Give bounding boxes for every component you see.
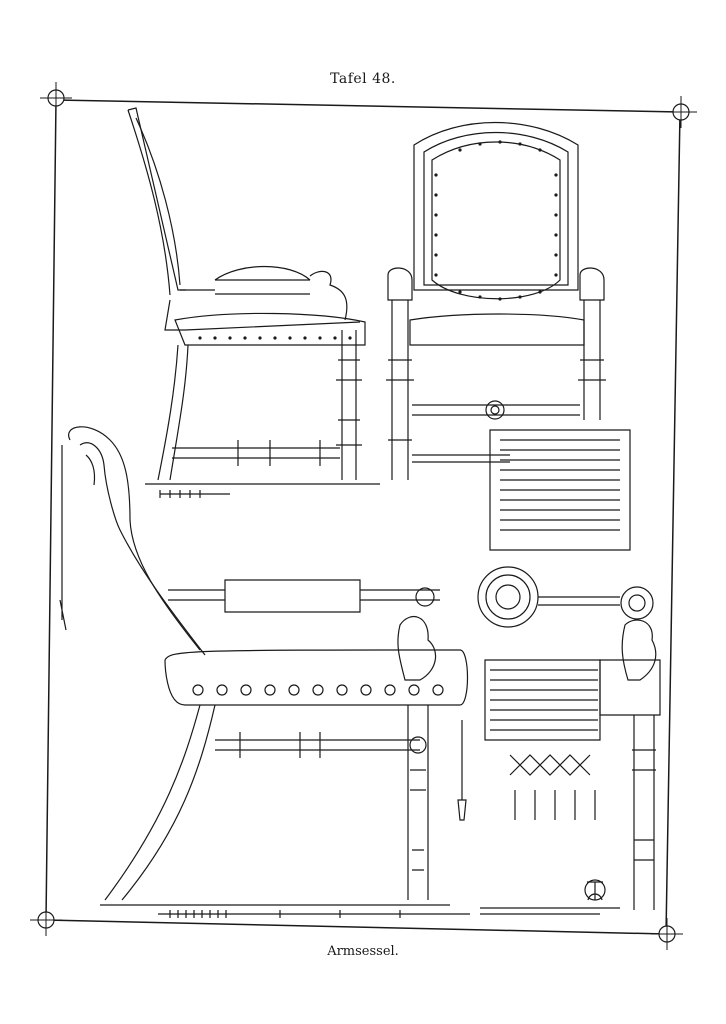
chair-side-view [127, 107, 380, 498]
chair-detail-front-elevation [477, 429, 661, 910]
chair-detail-side-elevation [59, 426, 469, 906]
monogram-ornament-icon [584, 879, 606, 901]
chair-front-view [386, 121, 606, 480]
plate-border [30, 82, 697, 950]
plate-title: Tafel 48. [330, 71, 396, 87]
plate-caption: Armsessel. [327, 944, 399, 959]
scale-bar [158, 910, 600, 918]
